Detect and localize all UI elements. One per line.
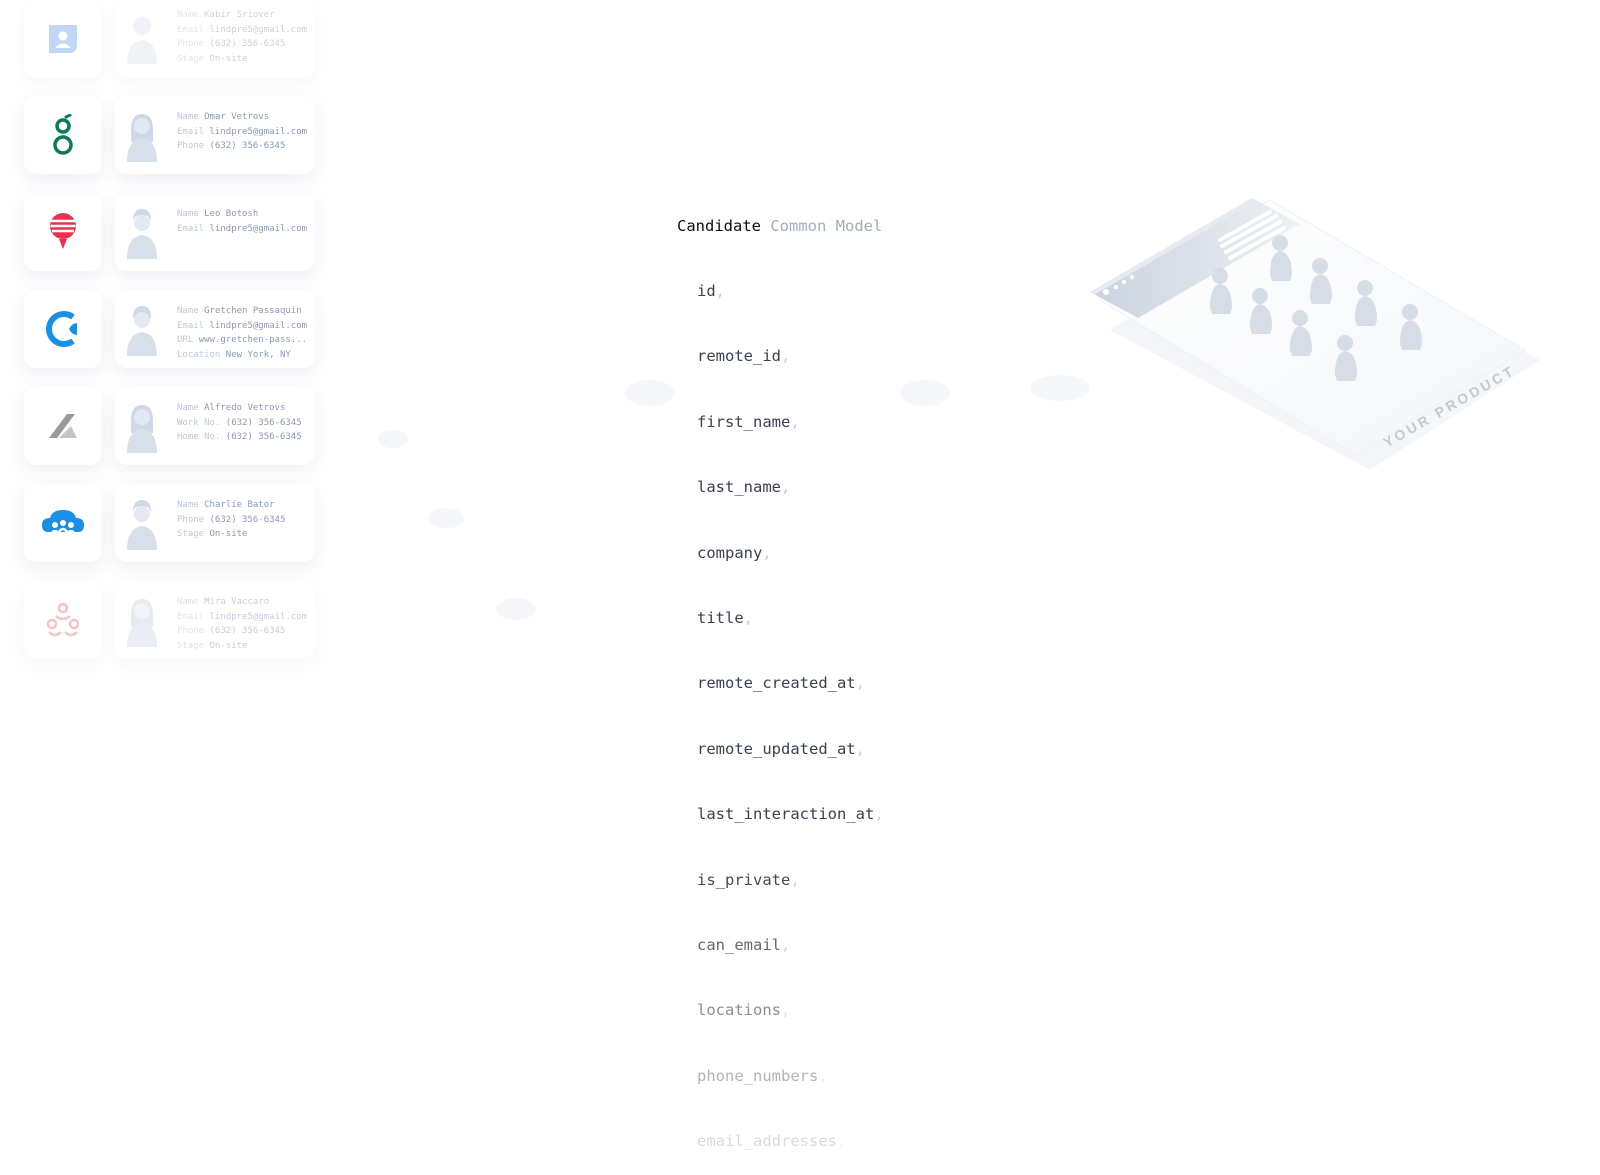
card-field: Phone (632) 356-6345	[177, 141, 286, 151]
card-field: Email lindpre5@gmail.com	[177, 320, 308, 331]
card-field: Work No. (632) 356-6345	[177, 417, 302, 428]
flow-dot	[900, 380, 950, 406]
chevron-stack-logo-icon	[49, 414, 77, 438]
card-field: Phone (632) 356-6345	[177, 626, 286, 636]
card-field: Email lindpre5@gmail.com	[177, 24, 308, 35]
candidate-card-0[interactable]: Name Kabir Sriover Email lindpre5@gmail.…	[115, 0, 315, 78]
candidate-common-model: Candidate Common Model id, remote_id, fi…	[677, 172, 884, 1175]
avatar-icon	[127, 306, 157, 356]
card-field: Name Mira Vaccaro	[177, 597, 270, 607]
model-subtitle: Common Model	[770, 216, 883, 235]
cloud-people-logo-icon	[42, 510, 84, 535]
model-field: id,	[697, 281, 726, 300]
model-field: first_name,	[697, 412, 800, 431]
candidate-card-3[interactable]: Name Gretchen Passaquin Email lindpre5@g…	[115, 290, 315, 368]
model-field: email_addresses,	[697, 1132, 847, 1151]
model-field: company,	[697, 543, 772, 562]
candidate-card-2[interactable]: Name Leo Botosh Email lindpre5@gmail.com	[115, 193, 315, 271]
flow-dot	[428, 508, 464, 528]
model-field: title,	[697, 608, 754, 627]
card-field: Name Omar Vetrovs	[177, 112, 270, 122]
integration-tile-3[interactable]	[24, 290, 102, 368]
integration-tile-2[interactable]	[24, 193, 102, 271]
flow-dot	[1030, 375, 1090, 401]
model-field: last_interaction_at,	[697, 805, 884, 824]
candidate-card-4[interactable]: Name Alfredo Vetrovs Work No. (632) 356-…	[115, 387, 315, 465]
card-field: Email lindpre5@gmail.com	[177, 611, 308, 622]
flow-dot	[378, 430, 408, 448]
model-field: remote_updated_at,	[697, 739, 865, 758]
model-field: is_private,	[697, 870, 800, 889]
model-heading: Candidate Common Model	[677, 216, 884, 238]
integration-tile-1[interactable]	[24, 96, 102, 174]
integration-tile-0[interactable]	[24, 0, 102, 78]
card-field: Stage On-site	[177, 53, 248, 64]
flow-dot	[625, 380, 675, 406]
card-field: Stage On-site	[177, 529, 248, 539]
avatar-icon	[127, 405, 157, 453]
your-product-illustration: YOUR PRODUCT	[1080, 180, 1600, 530]
model-field: last_name,	[697, 478, 791, 497]
avatar-icon	[127, 17, 157, 64]
card-field: Stage On-site	[177, 640, 248, 651]
avatar-icon	[127, 209, 157, 259]
isometric-product-graphic: YOUR PRODUCT	[1090, 198, 1540, 470]
card-field: URL www.gretchen-pass...	[177, 335, 308, 345]
card-field: Phone (632) 356-6345	[177, 39, 286, 49]
card-field: Name Gretchen Passaquin	[177, 306, 302, 316]
integration-column: Name Kabir Sriover Email lindpre5@gmail.…	[0, 0, 330, 659]
candidate-card-6[interactable]: Name Mira Vaccaro Email lindpre5@gmail.c…	[115, 581, 315, 659]
card-field: Name Alfredo Vetrovs	[177, 403, 286, 413]
card-field: Name Kabir Sriover	[177, 10, 275, 20]
c-logo-icon	[46, 311, 77, 347]
avatar-icon	[127, 599, 157, 647]
model-field: can_email,	[697, 935, 791, 954]
candidate-card-5[interactable]: Name Charlie Bator Phone (632) 356-6345 …	[115, 484, 315, 562]
card-field: Phone (632) 356-6345	[177, 514, 286, 525]
card-field: Name Leo Botosh	[177, 209, 259, 219]
model-field: phone_numbers,	[697, 1066, 828, 1085]
model-field: remote_id,	[697, 347, 791, 366]
person-badge-icon	[49, 25, 77, 53]
integration-tile-5[interactable]	[24, 484, 102, 562]
model-field: locations,	[697, 1001, 791, 1020]
card-field: Email lindpre5@gmail.com	[177, 223, 308, 234]
candidate-card-1[interactable]: Name Omar Vetrovs Email lindpre5@gmail.c…	[115, 96, 315, 174]
avatar-icon	[127, 500, 157, 550]
avatar-icon	[127, 114, 157, 162]
model-title: Candidate	[677, 216, 761, 235]
card-field: Location New York, NY	[177, 349, 291, 360]
model-field: remote_created_at,	[697, 674, 865, 693]
lever-balloon-icon	[50, 213, 76, 249]
card-field: Email lindpre5@gmail.com	[177, 126, 308, 137]
card-field: Name Charlie Bator	[177, 500, 275, 510]
integration-tile-6[interactable]	[24, 581, 102, 659]
people-circle-logo-icon	[46, 602, 80, 637]
greenhouse-logo-icon	[53, 114, 73, 155]
integration-tile-4[interactable]	[24, 387, 102, 465]
flow-dot	[496, 598, 536, 620]
card-field: Home No. (632) 356-6345	[177, 432, 302, 442]
